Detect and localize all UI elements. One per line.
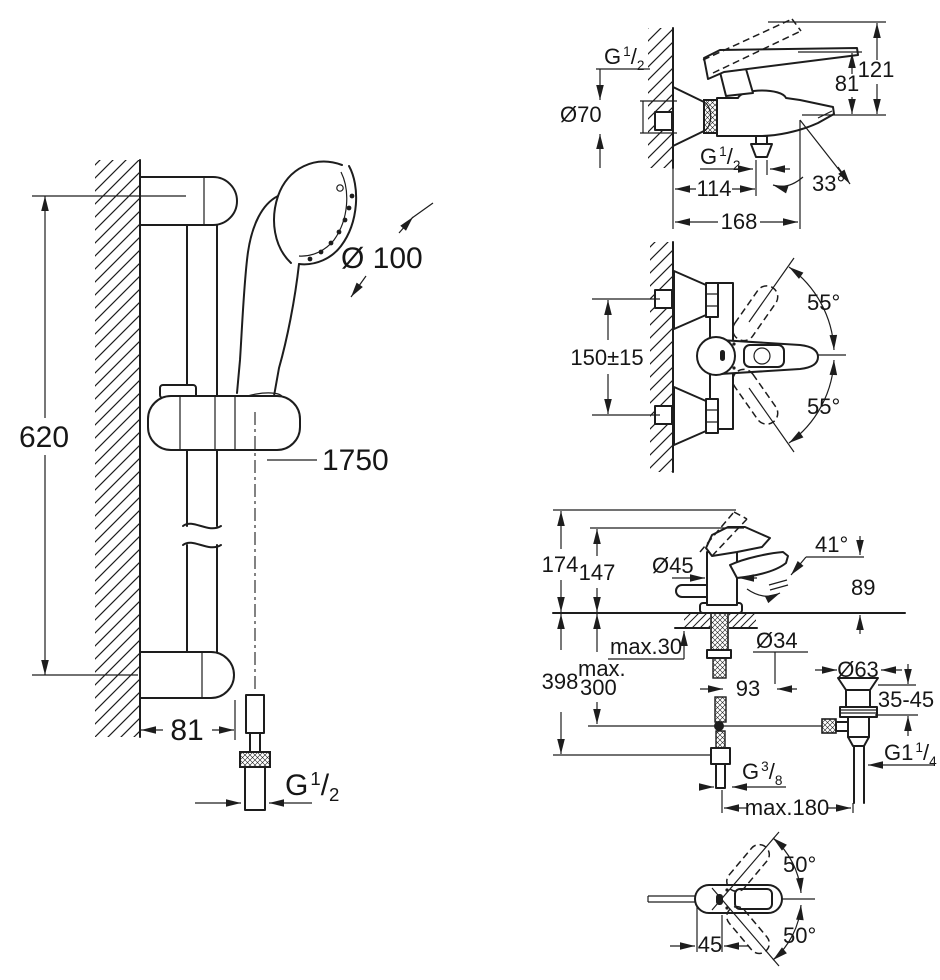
basin-mixer-drawing: 174 147 Ø45 41° 89 max.30 Ø34 93 xyxy=(542,509,937,820)
supply-fitting xyxy=(654,111,673,131)
dim-connection-distance: 150±15 xyxy=(570,345,643,370)
dim-wall-to-tip: 168 xyxy=(721,209,758,234)
dim-height-lever-open: 174 xyxy=(542,552,579,577)
spout xyxy=(729,551,789,579)
threaded-shank xyxy=(710,612,729,651)
dim-spout-height: 89 xyxy=(851,575,875,600)
dim-clamping-range: 35-45 xyxy=(878,687,934,712)
spray-slot xyxy=(336,184,344,192)
basin-mixer-body xyxy=(675,511,789,659)
pop-up-rod-knob xyxy=(675,584,708,598)
spray-nozzles xyxy=(307,193,355,262)
lever-neck xyxy=(719,68,754,97)
dim-rod-max-2: 300 xyxy=(580,675,617,700)
dim-lever-angle: 41° xyxy=(815,532,848,557)
basin-top-body xyxy=(647,843,783,955)
wall-hatch xyxy=(650,242,673,472)
dim-spout-angle: 33° xyxy=(812,171,845,196)
basin-top-dimensions: 50° 50° 45 xyxy=(670,831,816,967)
dim-height-below: 398 xyxy=(542,669,579,694)
bath-mixer-top-drawing: 55° 55° 150±15 xyxy=(570,241,846,473)
lever-raised-outline xyxy=(702,18,802,74)
mixer-top-body xyxy=(673,270,819,446)
under-deck-parts xyxy=(588,657,822,789)
dim-bracket-depth: 81 xyxy=(170,714,203,747)
dim-height-lever: 147 xyxy=(579,560,616,585)
lever-raised-outline xyxy=(699,511,748,557)
dim-swivel-down: 50° xyxy=(783,923,816,948)
shower-rail xyxy=(139,176,238,699)
basin-dimensions: 174 147 Ø45 41° 89 max.30 Ø34 93 xyxy=(542,509,937,820)
wall-hatch xyxy=(648,28,673,168)
pop-up-waste xyxy=(821,677,879,804)
dim-rod-max-1: max. xyxy=(578,656,626,681)
bath-mixer-body xyxy=(672,18,859,196)
dim-wall-to-outlet: 114 xyxy=(696,176,731,201)
dim-swivel-up: 50° xyxy=(783,852,816,877)
shower-hose xyxy=(239,412,271,811)
basin-mixer-top-drawing: 50° 50° 45 xyxy=(647,831,816,967)
mixer-top-dimensions: 55° 55° 150±15 xyxy=(570,257,846,453)
supply-hose-nut xyxy=(710,747,731,765)
dim-height-lever: 81 xyxy=(835,71,859,96)
dim-height-total: 121 xyxy=(858,57,895,82)
dim-hose-length: 1750 xyxy=(322,444,389,477)
dim-hose-spacing: max.180 xyxy=(745,795,829,820)
dim-lever-offset: 45 xyxy=(698,932,722,957)
dim-hole-diameter: Ø34 xyxy=(756,628,798,653)
dim-head-diameter: Ø 100 xyxy=(341,242,423,275)
wall-hatch xyxy=(95,160,140,737)
shower-outlet xyxy=(755,135,768,145)
dim-swivel-up: 55° xyxy=(807,290,840,315)
lever-handle xyxy=(703,47,859,80)
dim-swivel-down: 55° xyxy=(807,394,840,419)
dim-deck-thickness: max.30 xyxy=(610,634,682,659)
dim-body-diameter: Ø45 xyxy=(652,553,694,578)
dim-flange-diameter: Ø70 xyxy=(560,102,602,127)
dim-rail-height: 620 xyxy=(19,421,69,454)
dim-hose-offset: 93 xyxy=(736,676,760,701)
slider-holder xyxy=(147,384,301,451)
dim-waste-diameter: Ø63 xyxy=(837,657,879,682)
hand-shower xyxy=(230,160,358,412)
